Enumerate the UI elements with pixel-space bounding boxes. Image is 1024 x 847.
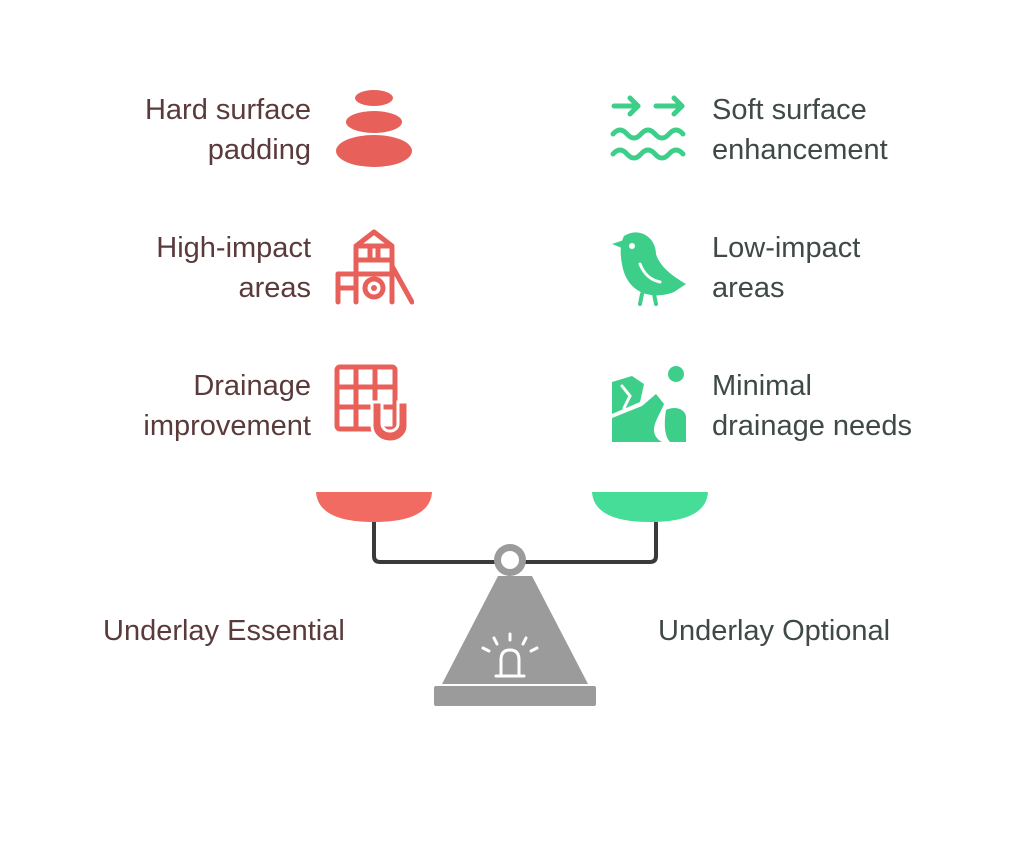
scale-stand	[442, 576, 588, 684]
left-item-1-line-1: Hard surface	[144, 94, 311, 126]
rock-landscape-icon	[612, 366, 686, 442]
alert-light-icon	[481, 632, 539, 678]
left-item-3-line-1: Drainage	[193, 370, 311, 402]
underlay-essential-title: Underlay Essential	[103, 615, 345, 647]
left-item-2-line-1: High-impact	[156, 232, 311, 264]
stacked-stones-icon	[336, 90, 412, 167]
right-item-low-impact-areas: Low-impact areas	[712, 228, 860, 308]
left-pan	[316, 492, 432, 522]
left-item-hard-surface-padding: Hard surface padding	[145, 90, 311, 170]
right-item-2-line-2: areas	[712, 272, 785, 304]
playground-tower-icon	[335, 229, 414, 305]
right-item-2-line-1: Low-impact	[712, 232, 861, 264]
right-item-3-line-2: drainage needs	[712, 410, 912, 442]
left-item-2-line-2: areas	[238, 272, 311, 304]
right-item-soft-surface-enhancement: Soft surface enhancement	[712, 90, 888, 170]
left-item-3-line-2: improvement	[143, 410, 311, 442]
scale-base	[434, 686, 596, 706]
left-item-high-impact-areas: High-impact areas	[156, 228, 311, 308]
right-item-1-line-2: enhancement	[712, 134, 888, 166]
left-item-drainage-improvement: Drainage improvement	[143, 366, 311, 446]
right-item-3-line-1: Minimal	[712, 370, 812, 402]
right-item-minimal-drainage-needs: Minimal drainage needs	[712, 366, 912, 446]
underlay-optional-title: Underlay Optional	[658, 615, 891, 647]
bird-icon	[612, 232, 686, 306]
grid-pipe-icon	[334, 364, 410, 444]
waves-arrows-icon	[610, 95, 686, 161]
right-item-1-line-1: Soft surface	[712, 94, 867, 126]
balance-scale-icon	[316, 492, 708, 706]
right-pan	[592, 492, 708, 522]
left-item-1-line-2: padding	[207, 134, 311, 166]
